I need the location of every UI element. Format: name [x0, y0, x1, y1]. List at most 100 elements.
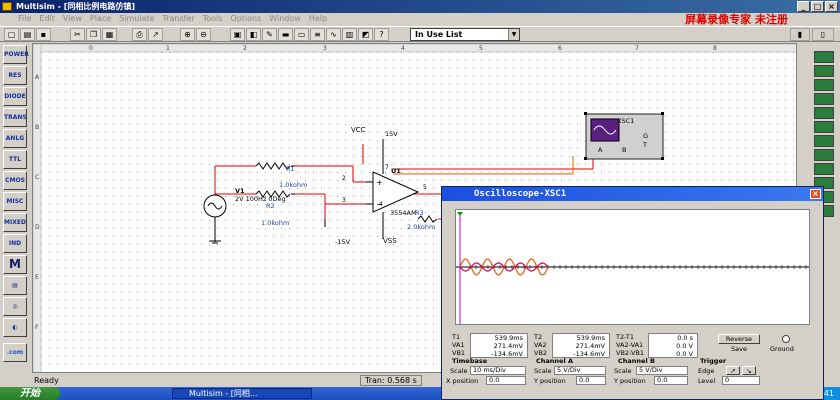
netlist-icon[interactable]: ▥ [342, 28, 357, 41]
misc-icon[interactable]: M [3, 255, 27, 274]
rf-icon[interactable]: ◎ [3, 297, 27, 316]
database-icon[interactable]: ◧ [246, 28, 261, 41]
menu-window[interactable]: Window [269, 14, 301, 23]
mixed-icon[interactable]: MIXED [3, 213, 27, 232]
channel-b-scale-field[interactable]: 5 V/Div [636, 366, 688, 375]
oscilloscope-title-bar[interactable]: Oscilloscope-XSC1 [442, 187, 823, 201]
logic-converter-icon[interactable] [814, 149, 834, 161]
opamp-u1[interactable] [372, 171, 420, 213]
zoom-in-icon[interactable]: ⊕ [180, 28, 195, 41]
copy-icon[interactable]: ❐ [86, 28, 101, 41]
menu-edit[interactable]: Edit [39, 14, 55, 23]
transistor-icon[interactable]: TRANS [3, 108, 27, 127]
close-button[interactable]: × [825, 1, 838, 12]
reverse-button[interactable]: Reverse [718, 334, 760, 344]
menu-transfer[interactable]: Transfer [162, 14, 195, 23]
start-button[interactable]: 开始 [0, 387, 60, 400]
falling-edge-icon[interactable]: ↘ [742, 366, 756, 375]
channel-a-scale-field[interactable]: 5 V/Div [554, 366, 606, 375]
trigger-level-field[interactable]: 0 [722, 376, 760, 385]
grapher-icon[interactable]: ▬ [278, 28, 293, 41]
bode-plotter-icon[interactable] [814, 107, 834, 119]
paste-icon[interactable]: ▦ [102, 28, 117, 41]
ground-label: Ground [770, 345, 794, 353]
component-icon[interactable]: ▣ [230, 28, 245, 41]
diff-time: 0.0 s [677, 334, 693, 342]
resistor-r3[interactable] [417, 215, 438, 223]
sim-pause-icon[interactable]: ▯ [812, 28, 834, 41]
misc-digital-icon[interactable]: MISC [3, 192, 27, 211]
wire-icon[interactable]: ↗ [148, 28, 163, 41]
wattmeter-icon[interactable] [814, 79, 834, 91]
zoom-out-icon[interactable]: ⊖ [196, 28, 211, 41]
word-generator-icon[interactable] [814, 121, 834, 133]
diode-icon[interactable]: DIODE [3, 87, 27, 106]
in-use-list-select[interactable]: In Use List ▼ [410, 28, 520, 41]
cmos-icon[interactable]: CMOS [3, 171, 27, 190]
controls-icon[interactable]: ▤ [3, 276, 27, 295]
menu-help[interactable]: Help [308, 14, 328, 23]
menu-bar: File Edit View Place Simulate Transfer Tools Op… [0, 13, 840, 25]
function-generator-icon[interactable] [814, 65, 834, 77]
open-icon[interactable]: ▤ [20, 28, 35, 41]
rising-edge-icon[interactable]: ↗ [726, 366, 740, 375]
resistor-r2[interactable] [255, 190, 295, 198]
title-bar: Multisim - [同相比例电路仿镇] _ □ × [0, 0, 840, 13]
oscilloscope-close-icon[interactable]: × [810, 189, 821, 199]
oscilloscope-window[interactable]: Oscilloscope-XSC1 × T1 VA1 VB1 539.9ms 2… [441, 186, 824, 400]
logic-analyzer-icon[interactable] [814, 135, 834, 147]
basic-icon[interactable]: RES [3, 66, 27, 85]
analysis-icon[interactable]: ∿ [326, 28, 341, 41]
web-icon[interactable]: .com [3, 343, 27, 362]
save-icon[interactable]: ▪ [36, 28, 51, 41]
pin-4: 4 [379, 201, 383, 208]
ttl-icon[interactable]: TTL [3, 150, 27, 169]
timebase-scale-field[interactable]: 10 ms/Div [470, 366, 526, 375]
chevron-down-icon[interactable]: ▼ [508, 29, 519, 40]
menu-file[interactable]: File [18, 14, 32, 23]
ground-terminal[interactable] [782, 335, 790, 343]
ruler-row-a: A [35, 74, 40, 81]
minimize-button[interactable]: _ [797, 1, 810, 12]
channel-b-ypos-field[interactable]: 0.0 [654, 376, 688, 385]
menu-tools[interactable]: Tools [202, 14, 223, 23]
print-icon[interactable]: ⎙ [132, 28, 147, 41]
edit-icon[interactable]: ✎ [262, 28, 277, 41]
pin-5: 5 [423, 184, 427, 191]
ruler-col-7: 7 [635, 45, 639, 52]
oscilloscope-screen[interactable] [455, 209, 810, 325]
postprocess-icon[interactable]: ≡ [310, 28, 325, 41]
xsc1-label: XSC1 [617, 117, 635, 125]
electromech-icon[interactable]: ◐ [3, 318, 27, 337]
oscilloscope-icon[interactable] [814, 93, 834, 105]
distortion-analyzer-icon[interactable] [814, 163, 834, 175]
resistor-r1[interactable] [255, 162, 295, 170]
maximize-button[interactable]: □ [811, 1, 824, 12]
menu-place[interactable]: Place [89, 14, 112, 23]
help-icon[interactable]: ? [374, 28, 389, 41]
menu-simulate[interactable]: Simulate [119, 14, 155, 23]
taskbar-item-multisim[interactable]: Multisim - [同相... [172, 388, 312, 399]
trigger-edge-label: Edge [698, 367, 715, 375]
r3-name: R3 [415, 209, 424, 217]
sim-switch-icon[interactable]: ▮ [790, 28, 810, 41]
multimeter-icon[interactable] [814, 51, 834, 63]
description-icon[interactable]: ▭ [294, 28, 309, 41]
channel-b-title: Channel B [618, 357, 655, 365]
indicator-icon[interactable]: IND [3, 234, 27, 253]
menu-view[interactable]: View [62, 14, 82, 23]
cursor-t1-marker[interactable] [457, 212, 463, 216]
cut-icon[interactable]: ✂ [70, 28, 85, 41]
r3-value: 2.0kohm [407, 223, 436, 231]
channel-a-ypos-field[interactable]: 0.0 [576, 376, 606, 385]
component-toolbar: POWER RES DIODE TRANS ANLG TTL CMOS MISC… [0, 43, 30, 373]
ewb-icon[interactable]: ◩ [358, 28, 373, 41]
save-button[interactable]: Save [731, 345, 747, 353]
channel-b-scale-label: Scale [614, 367, 632, 375]
new-icon[interactable]: ▢ [4, 28, 19, 41]
power-source-icon[interactable]: POWER [3, 45, 29, 64]
analog-icon[interactable]: ANLG [3, 129, 27, 148]
menu-options[interactable]: Options [230, 14, 262, 23]
status-ready: Ready [34, 376, 59, 385]
x-position-field[interactable]: 0.0 [486, 376, 526, 385]
